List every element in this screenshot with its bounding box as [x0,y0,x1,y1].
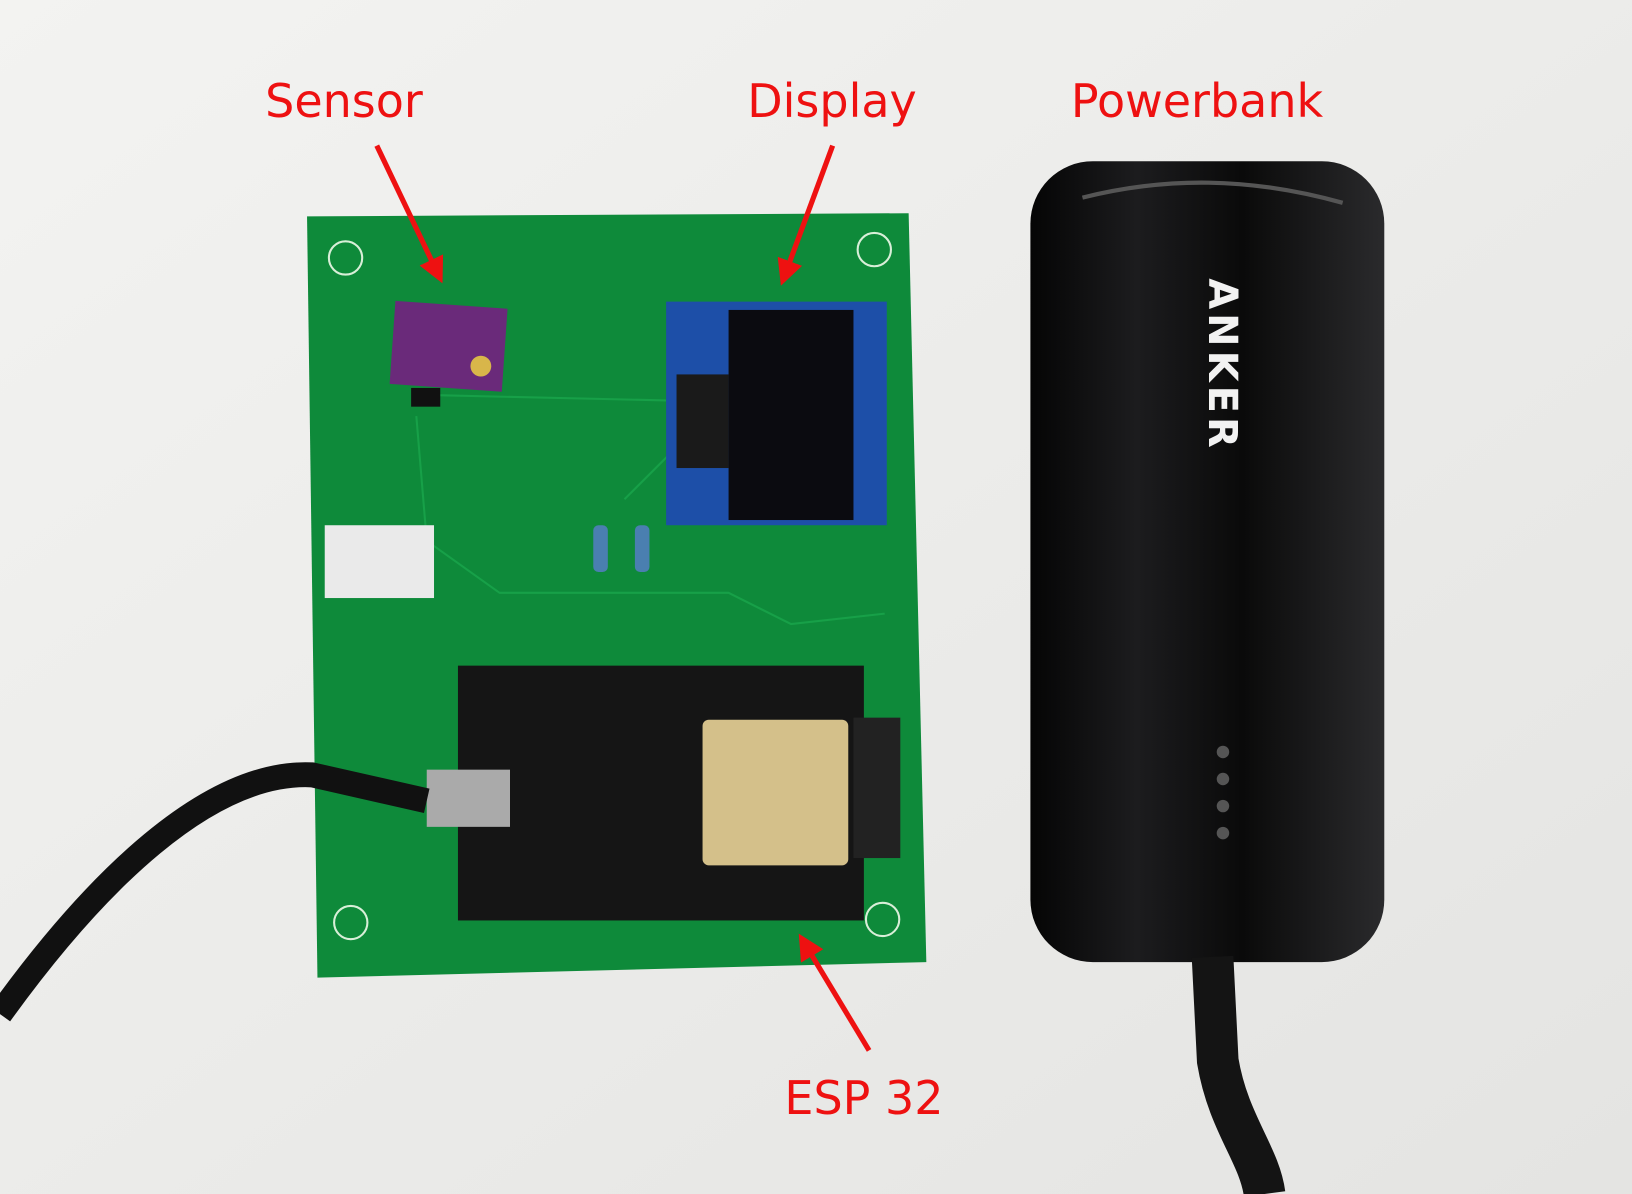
arrow-sensor [374,144,444,284]
sensor-module [389,300,508,407]
label-powerbank: Powerbank [1070,74,1324,128]
label-esp32: ESP 32 [784,1071,944,1125]
usb-cable-left [0,762,430,1022]
esp32-module [426,665,901,921]
powerbank [1030,161,1385,1194]
connector-j1 [324,525,435,599]
label-display: Display [747,74,917,128]
oled-display [666,301,887,526]
label-sensor: Sensor [265,74,423,128]
anker-logo: ANKER [1199,278,1245,452]
arrow-esp32 [798,933,872,1052]
resistors [593,525,650,573]
arrow-display [777,144,836,286]
